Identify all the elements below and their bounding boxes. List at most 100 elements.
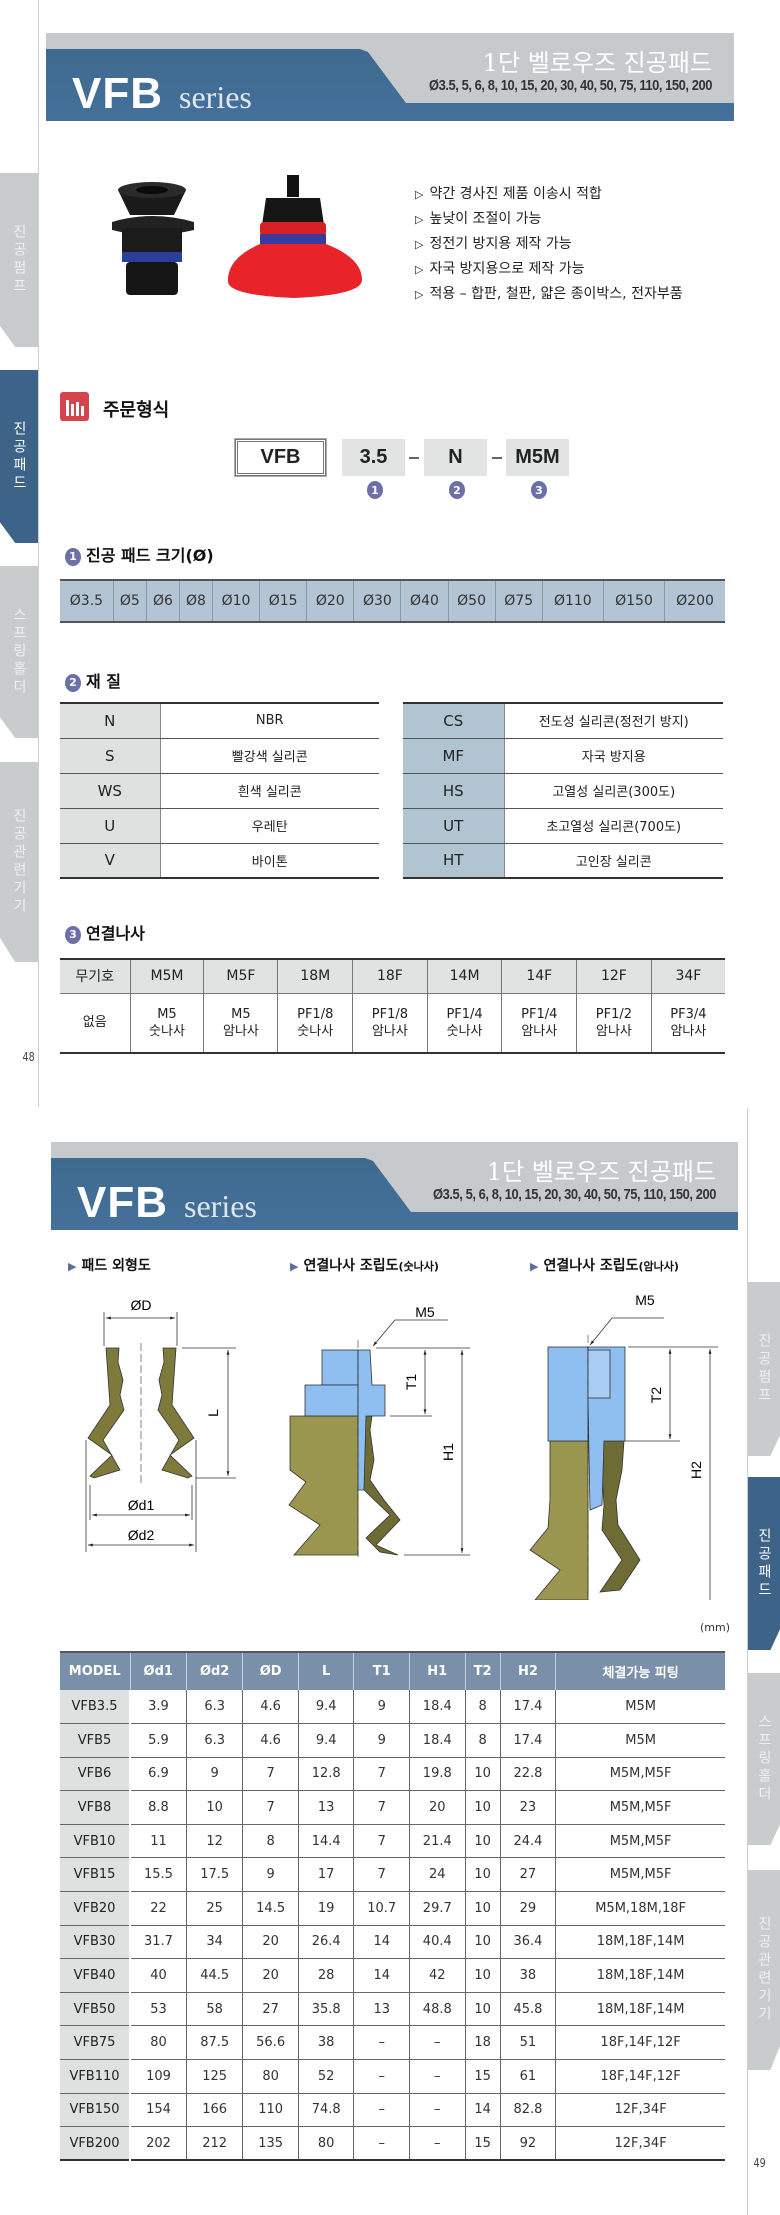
spec-cell: M5M,M5F bbox=[555, 1824, 725, 1859]
spec-cell: 29 bbox=[499, 1891, 556, 1926]
sidebar-tab[interactable]: 진공패드 bbox=[0, 370, 38, 543]
material-code: CS bbox=[403, 703, 505, 739]
spec-cell: 80 bbox=[242, 2059, 299, 2094]
sidebar-tab[interactable]: 진공패드 bbox=[748, 1477, 780, 1650]
spec-header-cell: T2 bbox=[464, 1652, 501, 1690]
technical-drawings: ØD L Ød1 Ød2 M5 T1 H1 M5 T2 H2 bbox=[85, 1292, 718, 1600]
material-name: 초고열성 실리콘(700도) bbox=[504, 808, 723, 844]
spec-cell: 4.6 bbox=[242, 1723, 299, 1758]
thread-code: 18M bbox=[277, 959, 353, 994]
spec-cell: 10 bbox=[464, 1925, 501, 1960]
female-thread-assembly-drawing bbox=[529, 1317, 718, 1600]
pad-size-cell: Ø200 bbox=[664, 580, 725, 622]
model-cell: VFB30 bbox=[60, 1925, 131, 1960]
model-cell: VFB3.5 bbox=[60, 1690, 131, 1725]
material-code: HS bbox=[403, 773, 505, 809]
sidebar-tab[interactable]: 진공펌프 bbox=[0, 173, 38, 347]
model-cell: VFB15 bbox=[60, 1857, 131, 1893]
spec-cell: 18F,14F,12F bbox=[555, 2059, 725, 2094]
spec-cell: – bbox=[409, 2059, 466, 2094]
sidebar-tab[interactable]: 스프링홀더 bbox=[0, 566, 38, 738]
spec-cell: 4.6 bbox=[242, 1690, 299, 1725]
spec-header-cell: H1 bbox=[409, 1652, 466, 1690]
unit-label: (mm) bbox=[700, 1621, 731, 1634]
feature-item: ▷적용 – 합판, 철판, 얇은 종이박스, 전자부품 bbox=[415, 283, 683, 303]
spec-cell: 9 bbox=[353, 1690, 410, 1725]
spec-cell: 29.7 bbox=[409, 1891, 466, 1926]
spec-cell: 12F,34F bbox=[555, 2093, 725, 2128]
drawing-title-text: 패드 외형도 bbox=[81, 1258, 151, 1274]
order-marker-3: 3 bbox=[531, 481, 547, 499]
spec-cell: 9.4 bbox=[297, 1723, 354, 1758]
order-marker-1: 1 bbox=[367, 481, 383, 499]
order-format-title: 주문형식 bbox=[103, 400, 170, 421]
material-name: 흰색 실리콘 bbox=[160, 773, 379, 809]
spec-cell: 125 bbox=[185, 2059, 243, 2094]
spec-cell: 7 bbox=[242, 1790, 299, 1825]
model-cell: VFB110 bbox=[60, 2059, 131, 2094]
spec-cell: 61 bbox=[499, 2059, 556, 2094]
spec-cell: 13 bbox=[297, 1790, 354, 1825]
triangle-outline-icon: ▷ bbox=[415, 213, 424, 226]
model-cell: VFB200 bbox=[60, 2126, 131, 2161]
material-name: 고열성 실리콘(300도) bbox=[504, 773, 723, 809]
spec-cell: 11 bbox=[129, 1824, 187, 1859]
spec-cell: 7 bbox=[353, 1824, 410, 1859]
sidebar-tab[interactable]: 진공펌프 bbox=[748, 1282, 780, 1456]
material-code: N bbox=[60, 703, 161, 739]
spec-cell: 10 bbox=[464, 1891, 501, 1926]
spec-cell: M5M,M5F bbox=[555, 1757, 725, 1792]
spec-cell: 17.5 bbox=[185, 1857, 243, 1893]
triangle-icon: ▶ bbox=[290, 1260, 299, 1273]
series-header: VFB series 1단 벨로우즈 진공패드 Ø3.5, 5, 6, 8, 1… bbox=[51, 1142, 738, 1230]
spec-cell: 20 bbox=[409, 1790, 466, 1825]
thread-desc: PF1/8 암나사 bbox=[352, 993, 428, 1053]
spec-cell: 17.4 bbox=[499, 1690, 556, 1725]
spec-cell: 17.4 bbox=[499, 1723, 556, 1758]
spec-cell: 18 bbox=[464, 2025, 501, 2061]
spec-cell: 154 bbox=[129, 2093, 187, 2128]
spec-cell: 12F,34F bbox=[555, 2126, 725, 2161]
triangle-outline-icon: ▷ bbox=[415, 288, 424, 301]
spec-cell: 18.4 bbox=[409, 1690, 466, 1725]
sidebar-tab[interactable]: 스프링홀더 bbox=[748, 1673, 780, 1845]
spec-cell: 40 bbox=[129, 1958, 187, 1993]
spec-header-cell: Ød2 bbox=[185, 1652, 243, 1690]
header-series: series bbox=[184, 1188, 257, 1224]
spec-cell: 18F,14F,12F bbox=[555, 2025, 725, 2061]
model-cell: VFB8 bbox=[60, 1790, 131, 1825]
spec-cell: – bbox=[353, 2126, 410, 2161]
black-pad-image bbox=[112, 182, 194, 295]
pad-outline-drawing bbox=[85, 1312, 236, 1552]
spec-cell: 5.9 bbox=[129, 1723, 187, 1758]
spec-cell: 8 bbox=[464, 1690, 501, 1725]
spec-cell: – bbox=[409, 2093, 466, 2128]
spec-cell: – bbox=[409, 2126, 466, 2161]
pad-size-title-text: 진공 패드 크기(Ø) bbox=[86, 546, 214, 565]
sidebar-tab[interactable]: 진공관련기기 bbox=[0, 762, 38, 962]
drawing-title-sub: (숫나사) bbox=[398, 1260, 439, 1273]
spec-header-cell: ØD bbox=[242, 1652, 299, 1690]
sidebar-tab[interactable]: 진공관련기기 bbox=[748, 1870, 780, 2070]
model-cell: VFB5 bbox=[60, 1723, 131, 1758]
spec-cell: 20 bbox=[242, 1958, 299, 1993]
spec-cell: 56.6 bbox=[242, 2025, 299, 2061]
spec-cell: 38 bbox=[499, 1958, 556, 1993]
feature-text: 정전기 방지용 제작 가능 bbox=[429, 236, 572, 252]
spec-cell: 34 bbox=[185, 1925, 243, 1960]
thread-desc: PF1/4 숫나사 bbox=[426, 993, 502, 1053]
model-cell: VFB150 bbox=[60, 2093, 131, 2128]
